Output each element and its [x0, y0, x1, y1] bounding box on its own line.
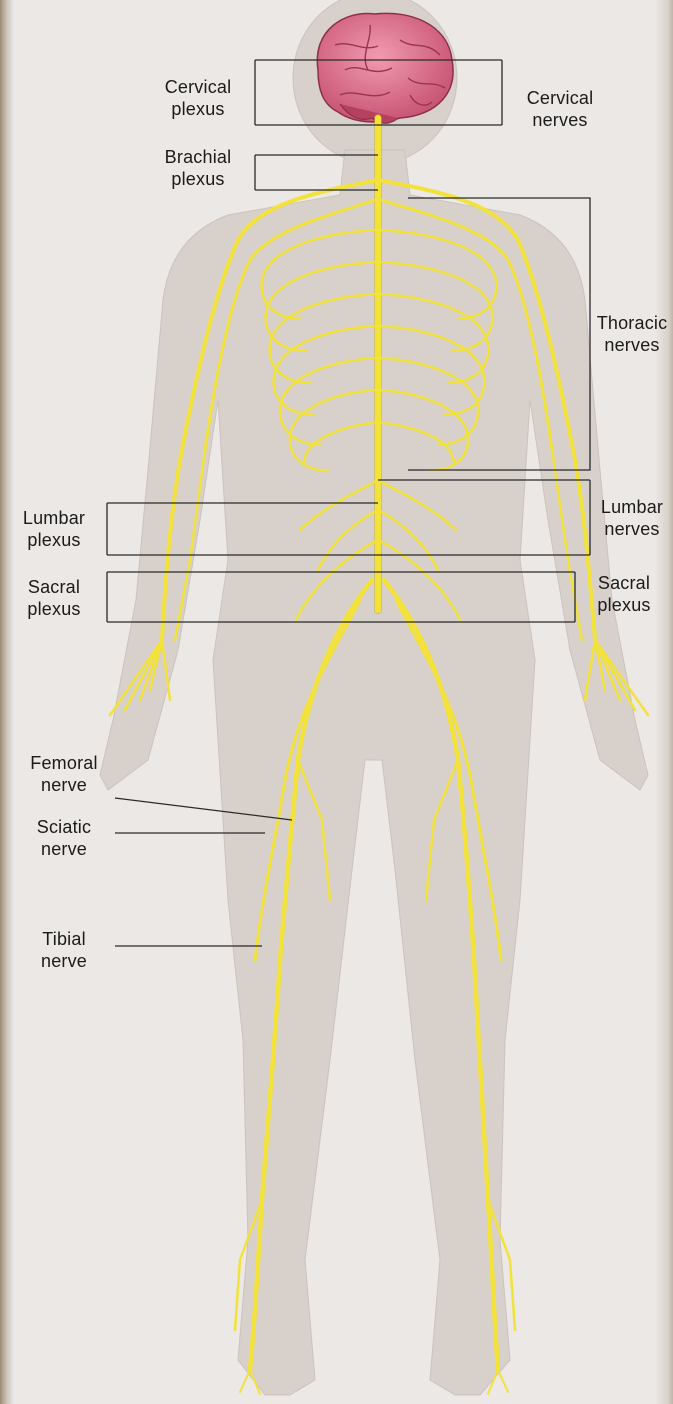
label-line: nerves	[594, 518, 670, 540]
label-sciatic-nerve: Sciatic nerve	[14, 816, 114, 860]
label-line: plexus	[8, 529, 100, 551]
label-sacral-plexus-right: Sacral plexus	[584, 572, 664, 616]
label-lumbar-nerves: Lumbar nerves	[594, 496, 670, 540]
label-lumbar-plexus: Lumbar plexus	[8, 507, 100, 551]
label-line: plexus	[148, 168, 248, 190]
label-line: plexus	[148, 98, 248, 120]
label-line: Sciatic	[14, 816, 114, 838]
label-thoracic-nerves: Thoracic nerves	[594, 312, 670, 356]
label-line: plexus	[584, 594, 664, 616]
label-line: nerve	[14, 774, 114, 796]
label-brachial-plexus: Brachial plexus	[148, 146, 248, 190]
label-line: Cervical	[510, 87, 610, 109]
label-line: Femoral	[14, 752, 114, 774]
label-tibial-nerve: Tibial nerve	[14, 928, 114, 972]
label-line: Lumbar	[8, 507, 100, 529]
label-line: Brachial	[148, 146, 248, 168]
label-line: nerves	[510, 109, 610, 131]
label-cervical-nerves: Cervical nerves	[510, 87, 610, 131]
label-line: nerve	[14, 838, 114, 860]
label-line: Lumbar	[594, 496, 670, 518]
label-line: Cervical	[148, 76, 248, 98]
label-cervical-plexus: Cervical plexus	[148, 76, 248, 120]
label-sacral-plexus-left: Sacral plexus	[8, 576, 100, 620]
label-line: Sacral	[8, 576, 100, 598]
label-line: Thoracic	[594, 312, 670, 334]
label-line: nerve	[14, 950, 114, 972]
label-line: plexus	[8, 598, 100, 620]
label-line: nerves	[594, 334, 670, 356]
brain	[317, 13, 453, 123]
label-line: Tibial	[14, 928, 114, 950]
label-femoral-nerve: Femoral nerve	[14, 752, 114, 796]
label-line: Sacral	[584, 572, 664, 594]
